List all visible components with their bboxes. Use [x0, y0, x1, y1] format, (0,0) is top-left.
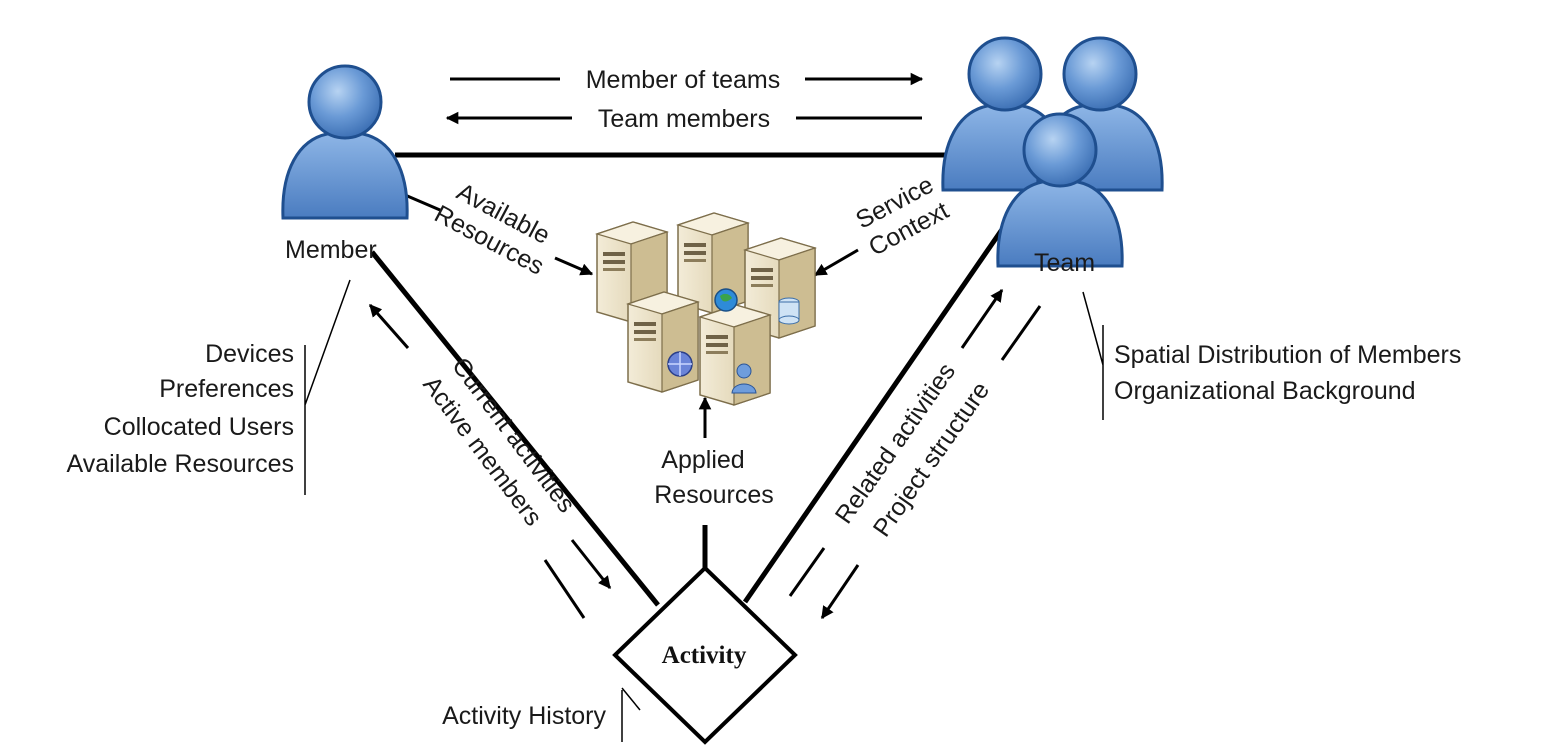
activity-history-bracket [621, 687, 641, 742]
globe-icon [714, 288, 738, 312]
server-icon [699, 304, 771, 406]
arrow-related-activities-tail [788, 547, 826, 597]
activity-attribute-history: Activity History [442, 702, 606, 730]
team-group-icon[interactable] [941, 36, 1164, 268]
arrow-service-context [813, 248, 859, 277]
arrow-current-activities-head [570, 539, 612, 589]
team-label: Team [1034, 249, 1095, 277]
team-members-label: Team members [598, 105, 770, 133]
arrow-related-activities-head [960, 288, 1004, 349]
edge-team-activity [742, 226, 1006, 604]
member-label: Member [285, 236, 377, 264]
member-attribute-preferences: Preferences [159, 375, 294, 403]
arrow-available-resources [554, 256, 594, 276]
applied-resources-label-line2: Resources [654, 481, 774, 509]
activity-label: Activity [662, 642, 747, 669]
arrow-active-members-tail [543, 559, 586, 619]
edge-member-resources [404, 193, 441, 212]
member-person-icon[interactable] [281, 64, 409, 220]
server-cluster-icon[interactable] [596, 212, 816, 406]
arrow-active-members-head [368, 304, 410, 349]
arrow-project-structure-head [820, 564, 860, 620]
arrow-project-structure-tail [1000, 305, 1042, 361]
team-attributes-bracket [1082, 291, 1104, 420]
team-attribute-spatial-distribution: Spatial Distribution of Members [1114, 341, 1461, 369]
server-icon [627, 291, 699, 393]
arrow-current-activities-tail [396, 284, 440, 334]
activity-node[interactable]: Activity [612, 565, 798, 745]
member-attribute-devices: Devices [205, 340, 294, 368]
server-icon [744, 237, 816, 339]
member-attribute-available-resources: Available Resources [67, 450, 294, 478]
member-of-teams-label: Member of teams [586, 66, 781, 94]
member-attribute-collocated-users: Collocated Users [104, 413, 294, 441]
team-attribute-organizational-background: Organizational Background [1114, 377, 1416, 405]
applied-resources-label-line1: Applied [661, 446, 744, 474]
member-attributes-bracket [304, 279, 351, 495]
